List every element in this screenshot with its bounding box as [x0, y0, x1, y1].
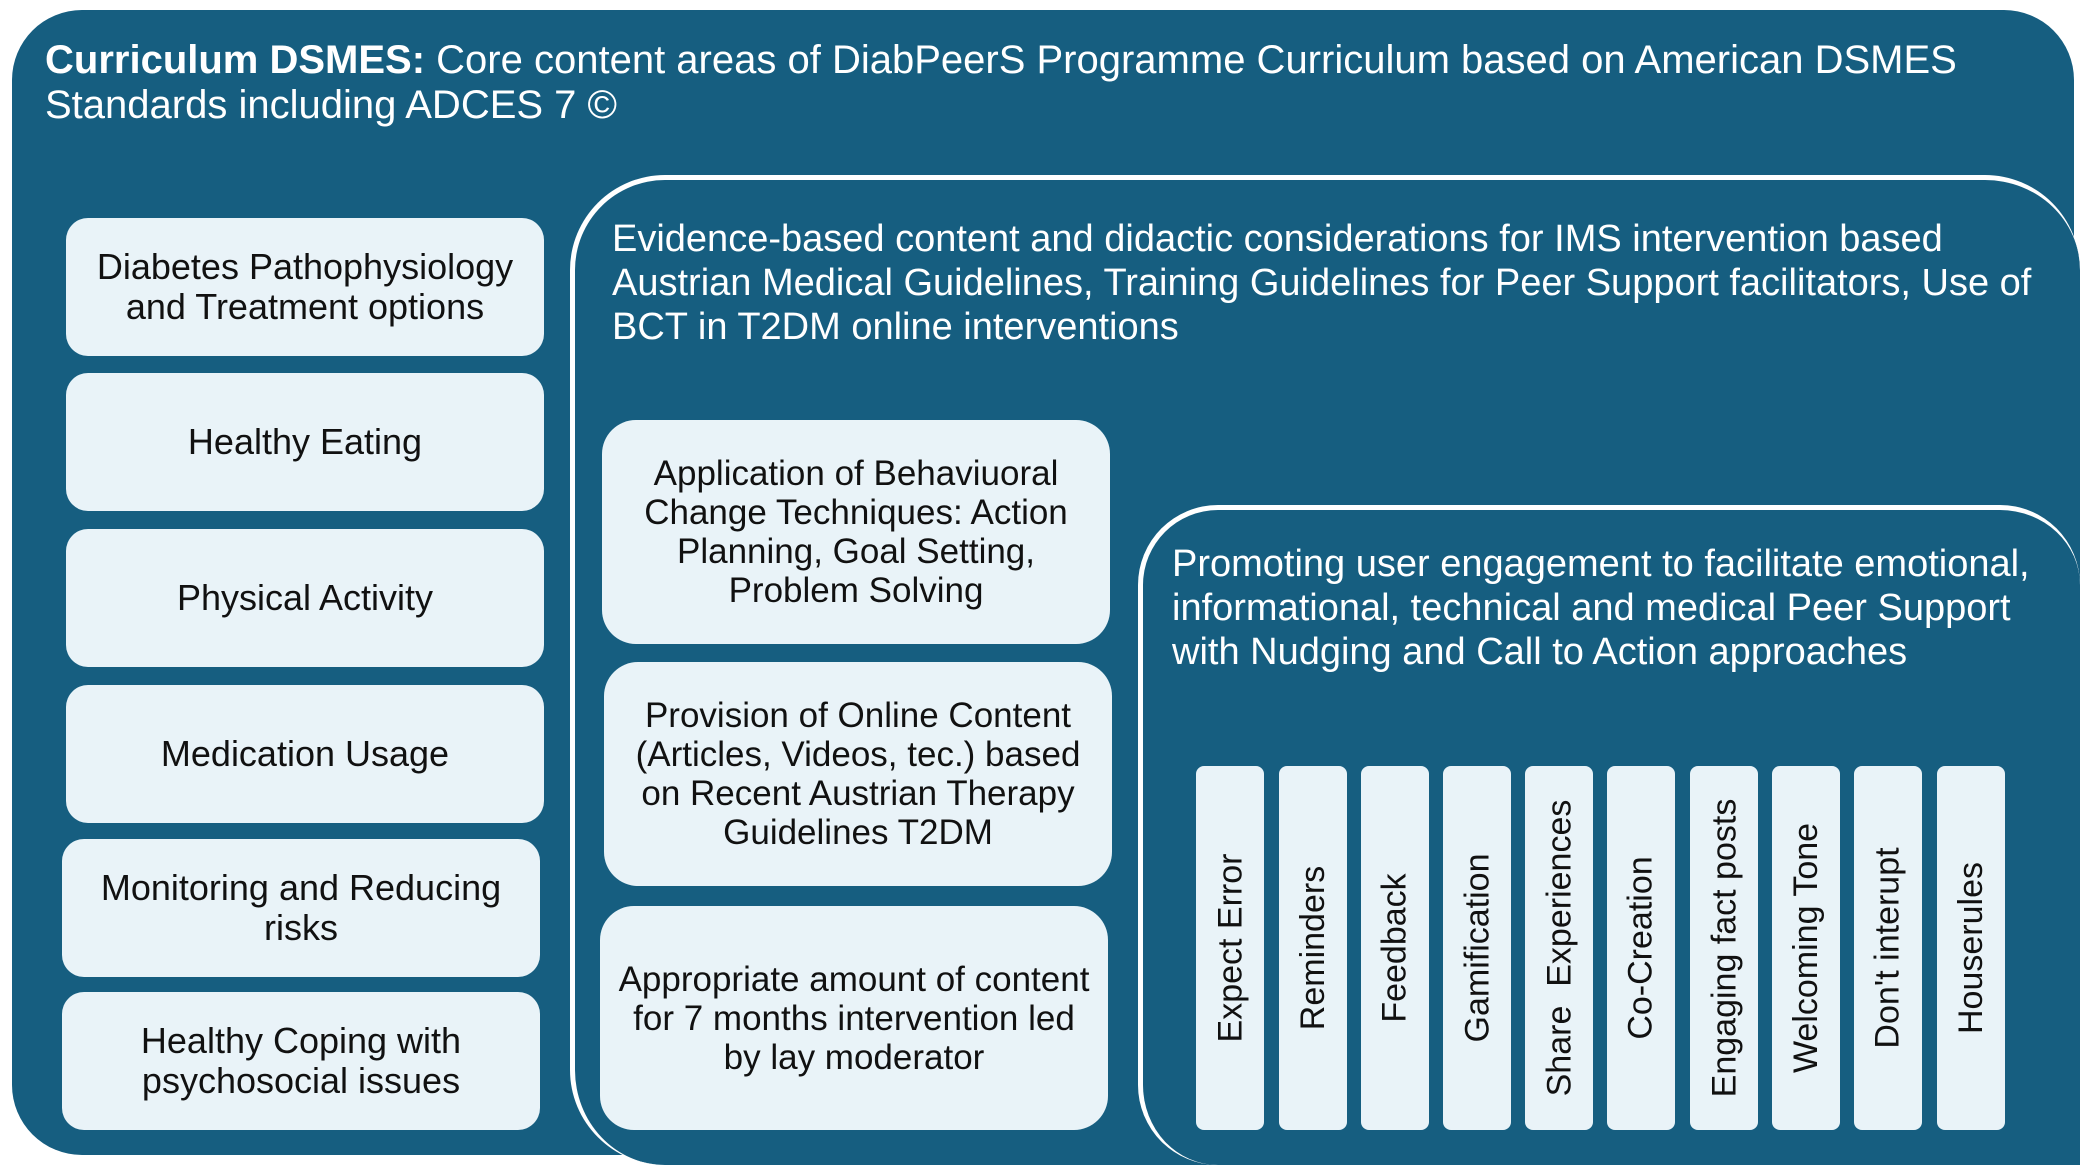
engagement-item-co-creation: Co-Creation: [1607, 766, 1675, 1130]
online-content-box: Provision of Online Content (Articles, V…: [604, 662, 1112, 886]
bct-application-box: Application of Behaviuoral Change Techni…: [602, 420, 1110, 644]
evidence-panel-text: Evidence-based content and didactic cons…: [612, 218, 2032, 348]
engagement-item-label: Don't interupt: [1869, 847, 1908, 1049]
engagement-item-label: Gamification: [1458, 853, 1496, 1043]
content-amount-box: Appropriate amount of content for 7 mont…: [600, 906, 1108, 1130]
engagement-item-label: Houserules: [1952, 862, 1991, 1034]
engagement-item-label: Welcoming Tone: [1787, 822, 1826, 1074]
engagement-item-label: Reminders: [1294, 865, 1333, 1031]
engagement-item-expect-error: Expect Error: [1196, 766, 1264, 1130]
engagement-item-label: Feedback: [1376, 873, 1415, 1023]
engagement-panel-text: Promoting user engagement to facilitate …: [1172, 543, 2030, 673]
curriculum-title-bold: Curriculum DSMES:: [45, 38, 426, 82]
curriculum-title: Curriculum DSMES: Core content areas of …: [45, 38, 2045, 128]
engagement-item-label: Co-Creation: [1622, 856, 1660, 1040]
engagement-item-label: Expect Error: [1211, 853, 1250, 1043]
engagement-item-engaging-fact-posts: Engaging fact posts: [1690, 766, 1758, 1130]
engagement-item-share-experiences: Share Experiences: [1525, 766, 1593, 1130]
curriculum-title-text: Core content areas of DiabPeerS Programm…: [45, 38, 1957, 127]
engagement-item-label: Share Experiences: [1540, 799, 1579, 1097]
core-area-pathophysiology: Diabetes Pathophysiology and Treatment o…: [66, 218, 544, 356]
core-area-medication-usage: Medication Usage: [66, 685, 544, 823]
engagement-item-gamification: Gamification: [1443, 766, 1511, 1130]
engagement-item-reminders: Reminders: [1279, 766, 1347, 1130]
engagement-item-feedback: Feedback: [1361, 766, 1429, 1130]
core-area-monitoring-risks: Monitoring and Reducing risks: [62, 839, 540, 977]
core-area-healthy-eating: Healthy Eating: [66, 373, 544, 511]
engagement-item-welcoming-tone: Welcoming Tone: [1772, 766, 1840, 1130]
engagement-item-dont-interupt: Don't interupt: [1854, 766, 1922, 1130]
core-area-physical-activity: Physical Activity: [66, 529, 544, 667]
core-area-healthy-coping: Healthy Coping with psychosocial issues: [62, 992, 540, 1130]
engagement-item-label: Engaging fact posts: [1705, 798, 1743, 1098]
engagement-item-houserules: Houserules: [1937, 766, 2005, 1130]
